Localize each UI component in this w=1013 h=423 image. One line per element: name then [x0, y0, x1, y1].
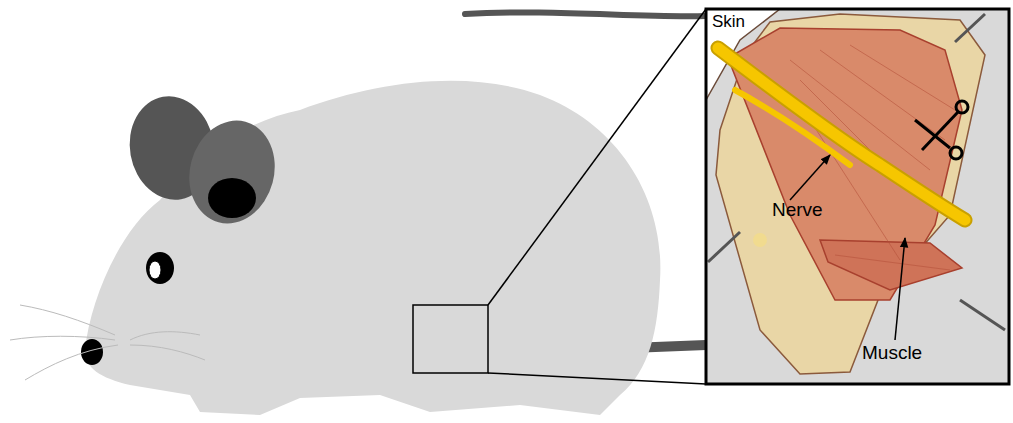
scissors-symbol [915, 101, 968, 159]
pointer-arrow [790, 155, 830, 200]
pointer-arrow [895, 238, 905, 340]
zoom-box [413, 305, 488, 373]
part-label: Muscle [862, 343, 922, 364]
nerve-branch [735, 90, 850, 165]
muscle [820, 240, 962, 290]
inset-frame [706, 9, 1009, 384]
mouse-tail [465, 12, 706, 16]
part-label: Skin [712, 13, 745, 32]
eye-highlight [149, 261, 161, 279]
part-label: Nerve [772, 200, 823, 221]
muscle [728, 28, 962, 300]
mouse-body [85, 81, 660, 415]
incision [716, 14, 985, 374]
retractor [708, 14, 1005, 330]
skin [706, 9, 1009, 384]
surgery-inset [706, 9, 1009, 384]
mouse-eye [146, 252, 174, 284]
zoom-line [488, 9, 706, 305]
ear-inner [208, 178, 256, 218]
whiskers [10, 305, 205, 380]
mouse-ear [178, 111, 286, 233]
zoom-line [488, 373, 706, 384]
nerve [718, 48, 965, 220]
